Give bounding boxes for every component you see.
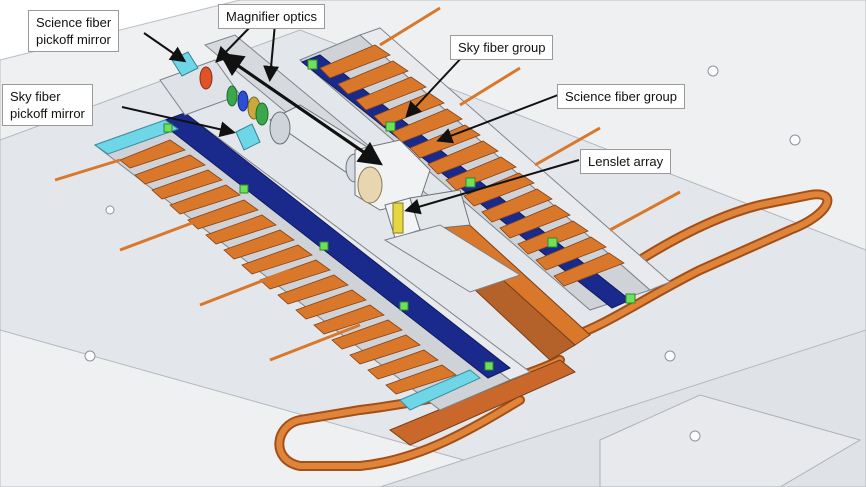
fiber-loop-right [555, 189, 833, 345]
science-loose-fibers [379, 6, 681, 232]
sky-group-text: Sky fiber group [458, 40, 546, 55]
magnifier-optics-label: Magnifier optics [218, 4, 326, 29]
magnifier-text: Magnifier optics [226, 9, 318, 24]
corner-pad [599, 394, 862, 487]
sky-pickoff-mirror [235, 123, 261, 151]
science-pickoff-line-2: pickoff mirror [36, 32, 111, 47]
sky-loose-fibers [54, 158, 361, 362]
science-fiber-group-label: Science fiber group [557, 84, 686, 109]
lenslet-array-label: Lenslet array [580, 149, 672, 174]
lenslet-array-block [384, 189, 471, 239]
science-fiber-wedges [319, 44, 625, 287]
science-group-text: Science fiber group [565, 89, 678, 104]
sky-pickoff-mirror-label: Sky fiber pickoff mirror [2, 84, 93, 126]
sky-pickoff-line-2: pickoff mirror [10, 106, 85, 121]
science-pickoff-mirror-label: Science fiber pickoff mirror [28, 10, 120, 52]
lenslet-text: Lenslet array [588, 154, 664, 169]
sky-pickoff-line-1: Sky fiber [10, 89, 61, 104]
mounting-holes [84, 65, 801, 442]
science-green-markers [307, 59, 636, 304]
sky-fiber-group-label: Sky fiber group [450, 35, 554, 60]
sky-green-markers [163, 123, 494, 371]
science-pickoff-line-1: Science fiber [36, 15, 112, 30]
magnifier-lens-stack [199, 66, 269, 126]
magnifier-double-arrow [219, 52, 383, 166]
trunk-clamp-block [383, 224, 522, 293]
sky-fiber-wedges [119, 139, 457, 395]
